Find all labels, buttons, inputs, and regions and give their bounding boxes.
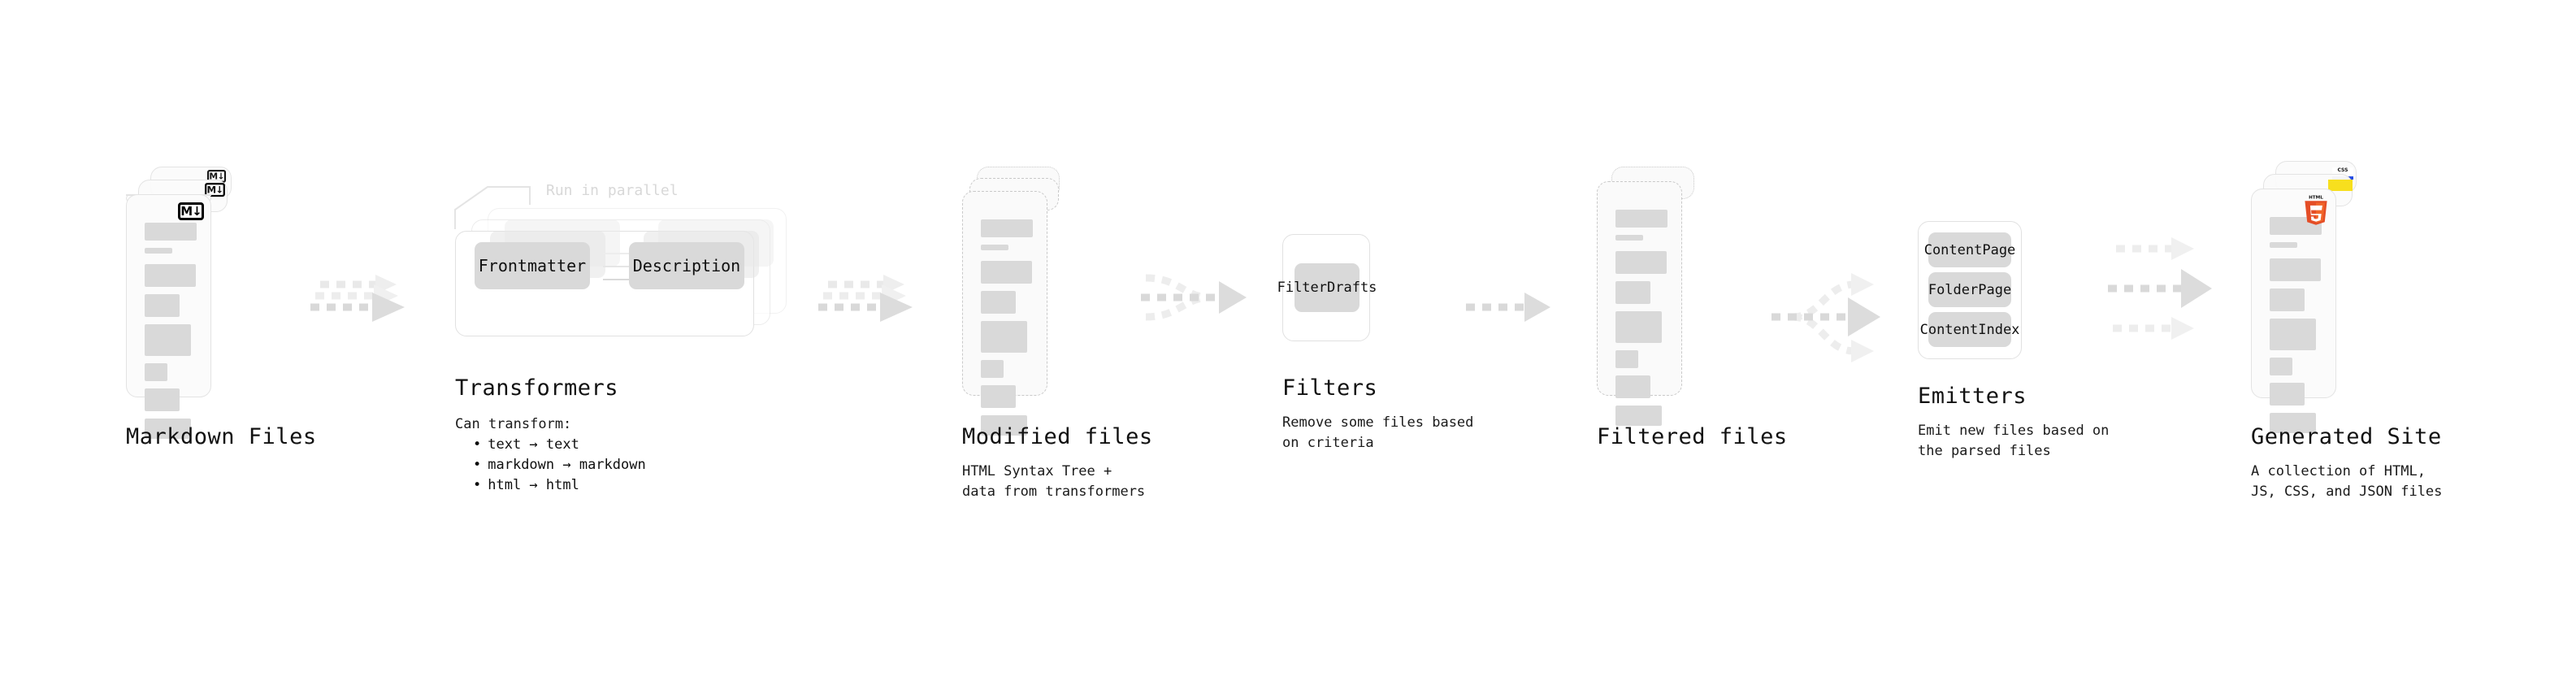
arrow-filtered-to-emitters: [1772, 273, 1880, 362]
generated-site-desc: A collection of HTML, JS, CSS, and JSON …: [2251, 463, 2443, 500]
emitters-desc: Emit new files based on the parsed files: [1918, 423, 2110, 459]
transformer-chip-description[interactable]: Description: [629, 242, 744, 289]
modified-files-title: Modified files: [962, 424, 1153, 449]
content-bar: [145, 388, 180, 411]
content-bar: [1615, 281, 1650, 304]
content-bar: [981, 321, 1027, 353]
content-bar: [2270, 358, 2292, 375]
content-bar: [1615, 375, 1650, 398]
content-bar: [1615, 210, 1667, 228]
modified-card-content: [981, 219, 1033, 443]
arrow-transformers-to-modified: [818, 275, 913, 322]
content-bar: [981, 291, 1016, 314]
generated-site-title: Generated Site: [2251, 424, 2442, 449]
emitter-chip-label: ContentIndex: [1919, 321, 2020, 338]
run-in-parallel-bracket-icon: [454, 186, 531, 229]
content-bar: [981, 360, 1004, 378]
arrow-markdown-to-transformers: [310, 275, 405, 322]
content-bar: [2270, 383, 2305, 406]
transformers-bullets: text → text markdown → markdown html → h…: [458, 435, 646, 496]
html5-badge-icon: HTML: [2305, 195, 2327, 225]
transformers-desc: Can transform:: [455, 416, 572, 432]
transformer-chip-frontmatter[interactable]: Frontmatter: [475, 242, 590, 289]
transformers-title: Transformers: [455, 375, 619, 401]
content-bar: [145, 324, 191, 356]
content-bar: [981, 219, 1033, 237]
content-bar: [981, 261, 1032, 284]
filters-title: Filters: [1282, 375, 1378, 401]
markdown-card-content: [145, 223, 197, 446]
content-bar: [1615, 235, 1643, 241]
content-bar: [145, 363, 167, 381]
filtered-files-title: Filtered files: [1597, 424, 1788, 449]
content-bar: [145, 264, 196, 287]
arrow-modified-to-filters: [1141, 274, 1247, 321]
emitter-chip-folderpage[interactable]: FolderPage: [1928, 272, 2011, 307]
emitter-chip-label: FolderPage: [1928, 281, 2012, 298]
markdown-card: M↓: [126, 194, 211, 439]
emitter-chip-contentpage[interactable]: ContentPage: [1924, 232, 2015, 267]
transformers-bullet: markdown → markdown: [473, 455, 645, 475]
svg-text:HTML: HTML: [2309, 195, 2323, 200]
content-bar: [145, 294, 180, 317]
generated-site-card-content: [2270, 217, 2322, 440]
arrow-emitters-to-site: [2108, 237, 2212, 340]
content-bar: [981, 415, 1027, 436]
filtered-card-content: [1615, 210, 1667, 433]
content-bar: [2270, 242, 2297, 248]
content-bar: [145, 248, 172, 254]
content-bar: [2270, 319, 2316, 350]
modified-files-desc: HTML Syntax Tree + data from transformer…: [962, 463, 1146, 500]
run-in-parallel-label: Run in parallel: [546, 182, 679, 199]
content-bar: [2270, 413, 2316, 433]
content-bar: [981, 245, 1008, 250]
emitter-chip-label: ContentPage: [1923, 241, 2016, 258]
transformer-chip-label: Description: [632, 256, 741, 275]
content-bar: [1615, 251, 1667, 274]
modified-card: [962, 191, 1047, 436]
markdown-logo-icon-mid: M↓: [205, 183, 225, 197]
transformers-bullet: text → text: [473, 435, 646, 455]
content-bar: [1615, 350, 1638, 368]
generated-site-card: HTML: [2251, 189, 2336, 433]
emitters-title: Emitters: [1918, 384, 2027, 409]
filter-chip-filterdrafts[interactable]: FilterDrafts: [1277, 263, 1377, 312]
filter-chip-label: FilterDrafts: [1277, 280, 1377, 296]
filters-desc: Remove some files based on criteria: [1282, 414, 1474, 451]
content-bar: [2270, 288, 2305, 311]
transformers-bullet: html → html: [473, 475, 646, 496]
content-bar: [2270, 258, 2321, 281]
content-bar: [145, 419, 191, 439]
arrow-filters-to-filtered: [1466, 293, 1550, 322]
content-bar: [981, 385, 1016, 408]
markdown-files-title: Markdown Files: [126, 424, 317, 449]
markdown-logo-icon: M↓: [178, 202, 204, 220]
transformer-chip-label: Frontmatter: [478, 256, 587, 275]
filtered-card: [1597, 181, 1682, 426]
js-badge-icon: [2328, 180, 2353, 191]
content-bar: [1615, 311, 1662, 343]
emitter-chip-contentindex[interactable]: ContentIndex: [1920, 312, 2019, 347]
content-bar: [145, 223, 197, 241]
content-bar: [1615, 406, 1662, 426]
